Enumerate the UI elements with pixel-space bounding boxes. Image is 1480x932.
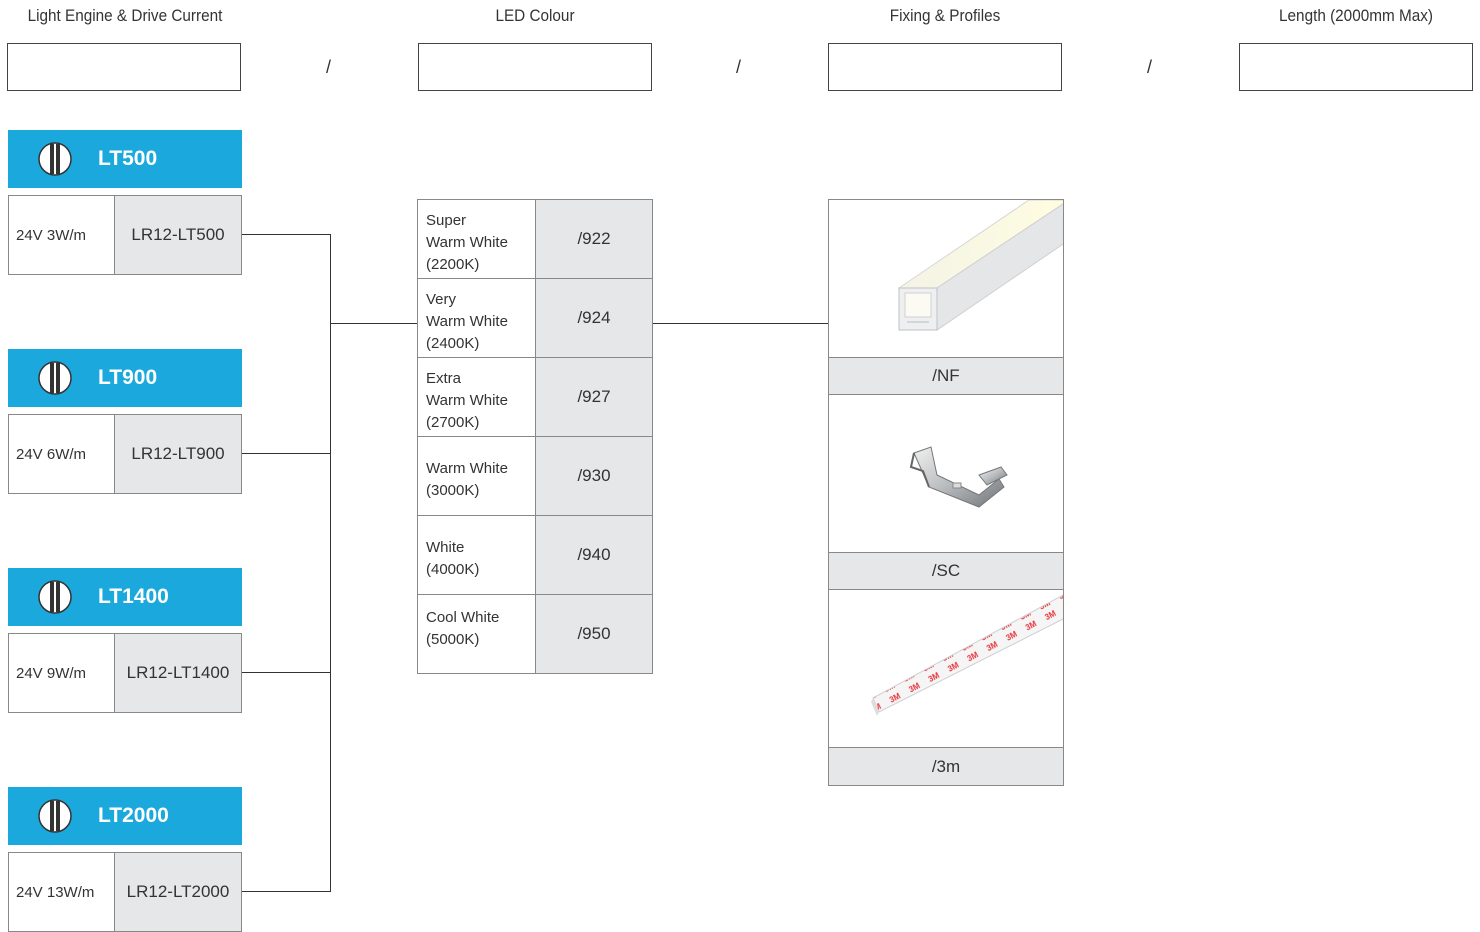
engine-power: 24V 13W/m — [9, 853, 115, 931]
colour-name-line: Warm White — [426, 313, 508, 330]
colour-name: White (4000K) — [418, 516, 536, 594]
engine-code: LR12-LT2000 — [115, 853, 241, 931]
engine-code: LR12-LT1400 — [115, 634, 241, 712]
separator: / — [326, 57, 332, 77]
header-colour: LED Colour — [495, 6, 575, 25]
engine-name: LT1400 — [98, 585, 169, 608]
separator: / — [736, 57, 742, 77]
colour-name-line: White — [426, 539, 465, 556]
colour-code: /927 — [536, 358, 652, 436]
colour-name: Extra Warm White (2700K) — [418, 358, 536, 436]
colour-option-940[interactable]: White (4000K) /940 — [418, 516, 652, 595]
colour-name-line: Warm White — [426, 234, 508, 251]
spring-clip-image — [909, 446, 1008, 508]
profile-extrusion-image — [897, 200, 1063, 331]
led-module-icon — [38, 580, 72, 614]
engine-power: 24V 9W/m — [9, 634, 115, 712]
colour-code: /940 — [536, 516, 652, 594]
colour-option-930[interactable]: Warm White (3000K) /930 — [418, 437, 652, 516]
colour-name-line: Warm White — [426, 392, 508, 409]
colour-option-922[interactable]: Super Warm White (2200K) /922 — [418, 200, 652, 279]
colour-name-line: (2700K) — [426, 414, 480, 431]
colour-option-924[interactable]: Very Warm White (2400K) /924 — [418, 279, 652, 358]
engine-header-lt500: LT500 — [8, 130, 242, 188]
engine-name: LT500 — [98, 147, 158, 170]
engine-option-lt900[interactable]: 24V 6W/m LR12-LT900 — [8, 414, 242, 494]
fixing-entry-box[interactable] — [828, 43, 1062, 91]
engine-header-lt1400: LT1400 — [8, 568, 242, 626]
3m-adhesive-tape-image: 3M — [871, 594, 1063, 716]
header-fixing: Fixing & Profiles — [889, 6, 1001, 25]
colour-code: /930 — [536, 437, 652, 515]
colour-option-950[interactable]: Cool White (5000K) /950 — [418, 595, 652, 673]
colour-code: /924 — [536, 279, 652, 357]
colour-name-line: Extra — [426, 370, 462, 387]
colour-entry-box[interactable] — [418, 43, 652, 91]
engine-header-lt2000: LT2000 — [8, 787, 242, 845]
led-colour-table: Super Warm White (2200K) /922 Very Warm … — [417, 199, 653, 674]
colour-code: /922 — [536, 200, 652, 278]
colour-name-line: Very — [426, 291, 457, 308]
engine-power: 24V 6W/m — [9, 415, 115, 493]
fixing-option-nf[interactable] — [829, 200, 1063, 358]
colour-name-line: (5000K) — [426, 631, 480, 648]
engine-power: 24V 3W/m — [9, 196, 115, 274]
header-engine: Light Engine & Drive Current — [27, 6, 223, 25]
colour-name: Warm White (3000K) — [418, 437, 536, 515]
fixing-option-sc[interactable] — [829, 395, 1063, 553]
engine-option-lt500[interactable]: 24V 3W/m LR12-LT500 — [8, 195, 242, 275]
engine-header-lt900: LT900 — [8, 349, 242, 407]
separator: / — [1147, 57, 1153, 77]
colour-name-line: Cool White — [426, 609, 500, 626]
colour-name: Very Warm White (2400K) — [418, 279, 536, 357]
engine-option-lt1400[interactable]: 24V 9W/m LR12-LT1400 — [8, 633, 242, 713]
engine-name: LT900 — [98, 366, 158, 389]
fixing-code: /NF — [829, 358, 1063, 395]
fixing-option-3m[interactable]: 3M — [829, 590, 1063, 748]
header-length: Length (2000mm Max) — [1279, 6, 1433, 25]
led-module-icon — [38, 361, 72, 395]
length-entry-box[interactable] — [1239, 43, 1473, 91]
fixing-code: /3m — [829, 748, 1063, 785]
fixing-code: /SC — [829, 553, 1063, 590]
fixing-options: /NF /SC 3M — [828, 199, 1064, 786]
engine-option-lt2000[interactable]: 24V 13W/m LR12-LT2000 — [8, 852, 242, 932]
colour-name: Super Warm White (2200K) — [418, 200, 536, 278]
engine-name: LT2000 — [98, 804, 169, 827]
engine-entry-box[interactable] — [7, 43, 241, 91]
engine-code: LR12-LT500 — [115, 196, 241, 274]
colour-name: Cool White (5000K) — [418, 595, 536, 673]
led-module-icon — [38, 142, 72, 176]
led-module-icon — [38, 799, 72, 833]
colour-name-line: (4000K) — [426, 561, 480, 578]
colour-option-927[interactable]: Extra Warm White (2700K) /927 — [418, 358, 652, 437]
colour-code: /950 — [536, 595, 652, 673]
colour-name-line: (2400K) — [426, 335, 480, 352]
colour-name-line: Super — [426, 212, 467, 229]
colour-name-line: (3000K) — [426, 482, 480, 499]
colour-name-line: (2200K) — [426, 256, 480, 273]
colour-name-line: Warm White — [426, 460, 508, 477]
engine-code: LR12-LT900 — [115, 415, 241, 493]
